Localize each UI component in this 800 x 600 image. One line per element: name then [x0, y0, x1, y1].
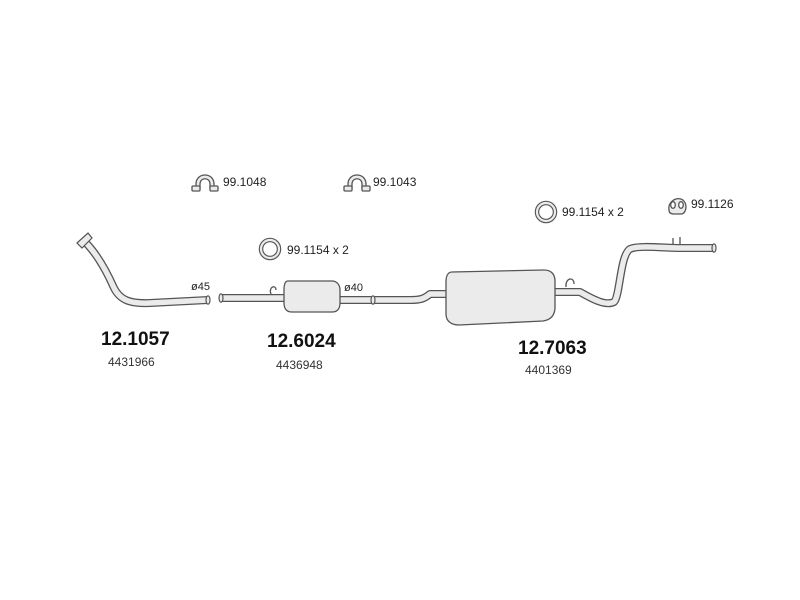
part-front-pipe: 12.1057 4431966 [76, 232, 211, 369]
accessory-hanger-99-1126: 99.1126 [668, 197, 734, 215]
middle-silencer-icon [218, 280, 372, 313]
accessory-gasket-left: 99.1154 x 2 [258, 237, 349, 261]
accessory-clamp-99-1048: 99.1048 [191, 174, 267, 192]
accessory-label: 99.1048 [223, 175, 267, 189]
rear-silencer-icon [370, 237, 717, 326]
accessory-clamp-99-1043: 99.1043 [343, 174, 417, 192]
clamp-icon [191, 174, 219, 192]
ring-gasket-icon [258, 237, 282, 261]
accessory-label: 99.1126 [691, 197, 734, 211]
accessory-label: 99.1154 x 2 [287, 243, 349, 257]
part-number: 12.6024 [267, 331, 336, 352]
oe-number: 4436948 [276, 358, 323, 372]
accessory-label: 99.1154 x 2 [562, 205, 624, 219]
part-rear-silencer: 12.7063 4401369 [370, 237, 717, 377]
front-pipe-icon [76, 232, 211, 308]
accessory-gasket-right: 99.1154 x 2 [534, 200, 624, 224]
rubber-hanger-icon [668, 198, 687, 215]
oe-number: 4401369 [525, 363, 572, 377]
part-number: 12.7063 [518, 338, 587, 359]
diameter-label-middle: ø40 [344, 282, 363, 294]
diameter-label-front: ø45 [191, 281, 210, 293]
oe-number: 4431966 [108, 355, 155, 369]
part-middle-silencer: 12.6024 4436948 [218, 280, 372, 372]
part-number: 12.1057 [101, 329, 170, 350]
ring-gasket-icon [534, 200, 558, 224]
accessory-label: 99.1043 [373, 175, 417, 189]
clamp-icon [343, 174, 371, 192]
